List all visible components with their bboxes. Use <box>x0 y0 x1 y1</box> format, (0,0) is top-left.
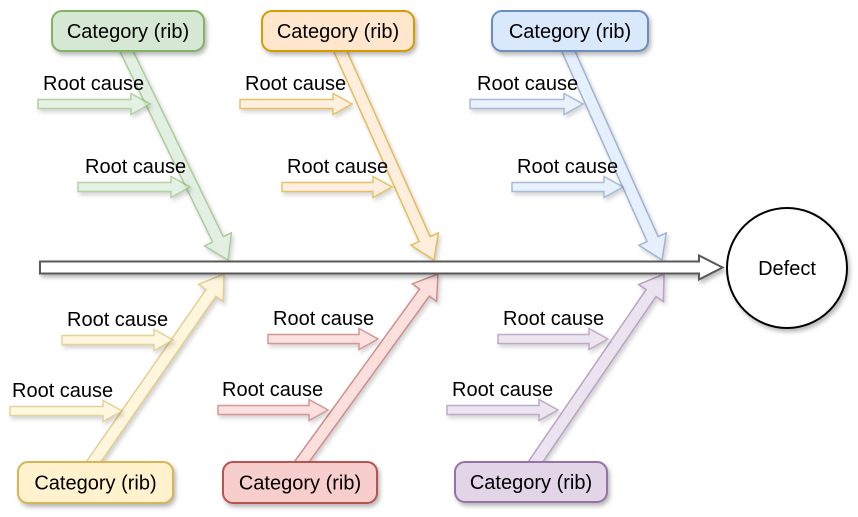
category-top-left-box[interactable] <box>51 10 205 52</box>
defect-node: Defect <box>726 207 848 329</box>
category-top-center-box[interactable] <box>261 10 415 52</box>
category-top-left-root-cause-label-1: Root cause <box>43 73 144 95</box>
category-bottom-right-label: Category (rib) <box>470 472 592 494</box>
category-bottom-center-root-cause-arrow-2[interactable] <box>217 398 330 422</box>
category-bottom-left-root-cause-label-2: Root cause <box>12 380 113 402</box>
category-bottom-left-label: Category (rib) <box>34 473 156 495</box>
category-bottom-right-root-cause-arrow-2[interactable] <box>446 398 560 422</box>
category-top-right-box[interactable] <box>491 10 649 52</box>
category-bottom-right-root-cause-label-1: Root cause <box>503 308 604 330</box>
category-top-left-rib-arrow[interactable] <box>117 42 233 262</box>
category-bottom-left-rib-arrow[interactable] <box>84 272 225 472</box>
category-bottom-center-root-cause-label-2: Root cause <box>222 379 323 401</box>
category-top-center-root-cause-label-2: Root cause <box>287 156 388 178</box>
category-bottom-center-label: Category (rib) <box>239 473 361 495</box>
category-bottom-right-root-cause-arrow-1[interactable] <box>497 327 610 351</box>
category-top-right-label: Category (rib) <box>509 21 631 43</box>
spine-arrow[interactable] <box>39 253 725 282</box>
defect-label: Defect <box>758 258 816 280</box>
category-top-right-root-cause-arrow-1[interactable] <box>469 92 585 116</box>
category-top-right-root-cause-arrow-2[interactable] <box>511 175 625 199</box>
category-bottom-center-root-cause-label-1: Root cause <box>273 308 374 330</box>
category-bottom-left-root-cause-arrow-2[interactable] <box>9 399 124 423</box>
category-top-left-root-cause-label-2: Root cause <box>85 156 186 178</box>
category-bottom-left-root-cause-label-1: Root cause <box>67 309 168 331</box>
category-top-center-root-cause-arrow-1[interactable] <box>239 92 354 116</box>
category-top-right-root-cause-label-1: Root cause <box>477 73 578 95</box>
category-top-right-root-cause-label-2: Root cause <box>517 156 618 178</box>
category-top-center-root-cause-arrow-2[interactable] <box>281 175 394 199</box>
category-bottom-center-root-cause-arrow-1[interactable] <box>267 327 380 351</box>
category-top-left-label: Category (rib) <box>67 21 189 43</box>
category-bottom-center-rib-arrow[interactable] <box>292 272 439 472</box>
category-top-right-rib-arrow[interactable] <box>559 42 668 262</box>
category-bottom-left-box[interactable] <box>17 461 174 504</box>
category-top-center-root-cause-label-1: Root cause <box>245 73 346 95</box>
category-bottom-right-root-cause-label-2: Root cause <box>452 379 553 401</box>
category-bottom-right-box[interactable] <box>454 461 608 503</box>
category-bottom-left-root-cause-arrow-1[interactable] <box>61 328 175 352</box>
category-top-left-root-cause-arrow-1[interactable] <box>37 92 152 116</box>
category-bottom-right-rib-arrow[interactable] <box>525 272 665 472</box>
category-top-center-rib-arrow[interactable] <box>331 42 440 262</box>
defect-circle[interactable] <box>726 207 848 329</box>
category-top-center-label: Category (rib) <box>277 21 399 43</box>
category-bottom-center-box[interactable] <box>222 461 378 504</box>
category-top-left-root-cause-arrow-2[interactable] <box>77 175 192 199</box>
